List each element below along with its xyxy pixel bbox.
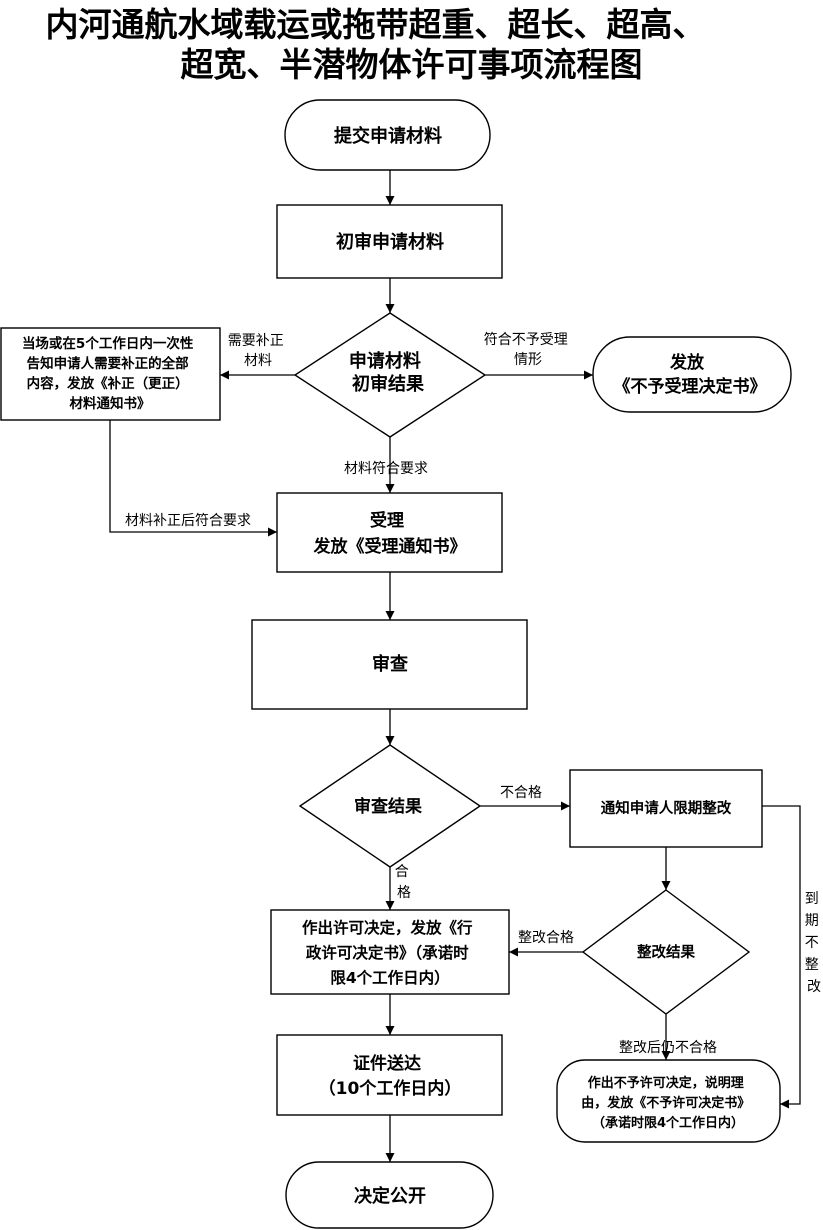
edge-label-unqualified: 不合格	[500, 785, 542, 801]
edge-rectify-to-deny-overdue	[762, 805, 801, 1109]
node-deliver-label: 证件送达 （10个工作日内）	[319, 1053, 462, 1099]
node-submit-label: 提交申请材料	[334, 125, 442, 147]
edge-label-rectified-ok: 整改合格	[518, 930, 574, 946]
edge-label-meets-requirements: 材料符合要求	[344, 461, 428, 477]
node-deliver	[276, 1034, 503, 1116]
edge-label-qualified: 合 格	[395, 864, 413, 901]
edge-label-need-supplement: 需要补正 材料	[228, 333, 288, 369]
node-publish-label: 决定公开	[354, 1185, 426, 1207]
edge-label-overdue: 到 期 不 整 改	[805, 891, 823, 995]
node-initial-result-label: 申请材料 初审结果	[349, 350, 427, 395]
node-rectify-result-label: 整改结果	[637, 943, 695, 961]
edge-supplement-to-accept	[109, 420, 277, 537]
node-submit	[284, 99, 491, 171]
page-title-line-1: 内河通航水域载运或拖带超重、超长、超高、	[45, 5, 706, 44]
node-supplement-label: 当场或在5个工作日内一次性 告知申请人需要补正的全部 内容，发放《补正（更正） …	[22, 335, 198, 412]
node-rectify-notice-label: 通知申请人限期整改	[601, 799, 732, 817]
node-deny-label: 作出不予许可决定，说明理 由，发放《不予许可决定书》 （承诺时限4个工作日内）	[581, 1075, 755, 1131]
page-title-line-2: 超宽、半潜物体许可事项流程图	[180, 45, 643, 84]
node-accept-label: 受理 发放《受理通知书》	[313, 510, 467, 557]
node-review-label: 审查	[372, 653, 408, 675]
node-accept	[276, 492, 503, 573]
node-initial-review	[276, 204, 503, 279]
node-supplement	[0, 327, 221, 421]
node-permit-label: 作出许可决定，发放《行 政许可决定书》（承诺时 限4个工作日内）	[302, 918, 478, 987]
edge-label-supplemented-ok: 材料补正后符合要求	[125, 513, 251, 529]
node-reject-acceptance-label: 发放 《不予受理决定书》	[614, 352, 767, 397]
edge-label-not-accepted: 符合不予受理 情形	[484, 332, 572, 368]
node-rectify-notice	[569, 769, 763, 848]
node-reject-acceptance	[592, 336, 792, 413]
node-review-result-label: 审查结果	[354, 796, 422, 817]
node-initial-review-label: 初审申请材料	[336, 231, 444, 253]
edge-label-still-unqualified: 整改后仍不合格	[619, 1040, 717, 1056]
